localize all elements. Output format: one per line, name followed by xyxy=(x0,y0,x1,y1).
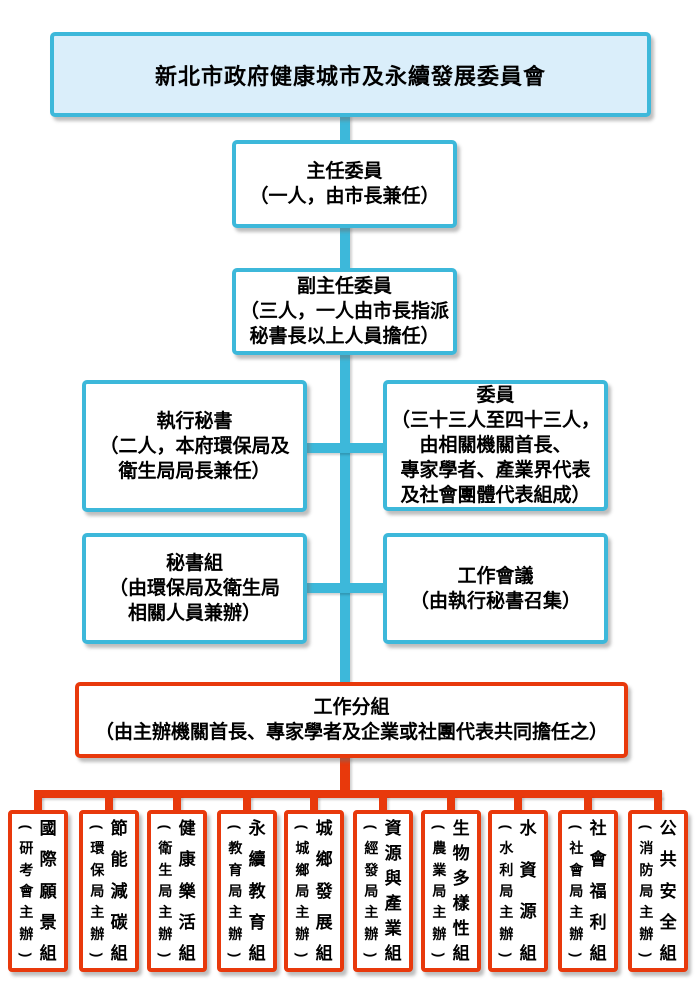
group-box-water-resources: 水資源組 (水利局主辦) xyxy=(488,810,548,972)
group-name: 永續教育組 xyxy=(248,819,266,963)
group-box-biodiversity: 生物多樣性組 (農業局主辦) xyxy=(421,810,481,972)
group-box-social-welfare: 社會福利組 (社會局主辦) xyxy=(558,810,618,972)
group-name: 健康樂活組 xyxy=(178,819,196,963)
secretariat-note: （由環保局及衛生局 相關人員兼辦） xyxy=(108,578,280,624)
vice-chairman-title: 副主任委員 xyxy=(296,276,392,297)
committee-members-box: 委員 （三十三人至四十三人， 由相關機關首長、 專家學者、產業界代表 及社會團體… xyxy=(383,380,608,511)
work-meeting-note: （由執行秘書召集） xyxy=(409,590,581,612)
group-box-public-safety: 公共安全組 (消防局主辦) xyxy=(628,810,688,972)
group-box-urban-rural-development: 城鄉發展組 (城鄉局主辦) xyxy=(284,810,344,972)
chairman-note: （一人，由市長兼任） xyxy=(249,186,440,207)
group-name: 水資源組 xyxy=(519,819,537,963)
group-agency: (水利局主辦) xyxy=(498,824,515,958)
work-meeting-title: 工作會議 xyxy=(457,565,534,587)
executive-secretary-note: （二人，本府環保局及 衛生局局長兼任） xyxy=(99,435,290,482)
group-name: 資源與產業組 xyxy=(384,819,402,963)
groups-horizontal-line xyxy=(34,790,662,798)
group-agency: (研考會主辦) xyxy=(18,824,35,958)
group-agency: (農業局主辦) xyxy=(431,824,448,958)
group-box-energy-saving-carbon-reduction: 節能減碳組 (環保局主辦) xyxy=(79,810,139,972)
group-box-resources-industry: 資源與產業組 (經發局主辦) xyxy=(353,810,413,972)
work-meeting-box: 工作會議 （由執行秘書召集） xyxy=(383,533,608,644)
group-agency: (經發局主辦) xyxy=(363,824,380,958)
group-box-sustainable-education: 永續教育組 (教育局主辦) xyxy=(217,810,277,972)
group-name: 生物多樣性組 xyxy=(452,819,470,963)
group-stub-9 xyxy=(584,796,592,812)
work-groups-box: 工作分組 （由主辦機關首長、專家學者及企業或社團代表共同擔任之） xyxy=(75,682,628,758)
group-stub-8 xyxy=(514,796,522,812)
committee-root-box: 新北市政府健康城市及永續發展委員會 xyxy=(50,32,651,117)
group-stub-2 xyxy=(105,796,113,812)
group-agency: (消防局主辦) xyxy=(638,824,655,958)
vice-chairman-note: （三人，一人由市長指派 秘書長以上人員擔任） xyxy=(239,301,449,347)
group-agency: (社會局主辦) xyxy=(568,824,585,958)
group-stub-4 xyxy=(243,796,251,812)
chairman-box: 主任委員 （一人，由市長兼任） xyxy=(232,140,457,228)
vice-chairman-box: 副主任委員 （三人，一人由市長指派 秘書長以上人員擔任） xyxy=(232,268,457,355)
group-stub-10 xyxy=(654,796,662,812)
work-groups-note: （由主辦機關首長、專家學者及企業或社團代表共同擔任之） xyxy=(94,722,608,743)
group-stub-3 xyxy=(173,796,181,812)
executive-secretary-title: 執行秘書 xyxy=(156,410,233,432)
work-groups-title: 工作分組 xyxy=(313,697,390,718)
group-agency: (城鄉局主辦) xyxy=(294,824,311,958)
connector-secretariat-meeting xyxy=(303,583,387,593)
org-title: 新北市政府健康城市及永續發展委員會 xyxy=(154,63,546,89)
group-box-international-vision: 國際願景組 (研考會主辦) xyxy=(8,810,68,972)
group-stub-1 xyxy=(34,796,42,812)
group-box-healthy-lohas: 健康樂活組 (衛生局主辦) xyxy=(147,810,207,972)
group-stub-7 xyxy=(447,796,455,812)
group-agency: (衛生局主辦) xyxy=(157,824,174,958)
connector-workgroups-groups xyxy=(340,754,350,794)
group-name: 城鄉發展組 xyxy=(315,819,333,963)
connector-root-chairman xyxy=(340,113,350,144)
group-name: 社會福利組 xyxy=(589,819,607,963)
committee-members-note: （三十三人至四十三人， 由相關機關首長、 專家學者、產業界代表 及社會團體代表組… xyxy=(390,410,600,506)
committee-members-title: 委員 xyxy=(476,385,515,406)
executive-secretary-box: 執行秘書 （二人，本府環保局及 衛生局局長兼任） xyxy=(82,380,307,512)
group-stub-6 xyxy=(379,796,387,812)
connector-chairman-vice xyxy=(340,224,350,272)
connector-exec-committee xyxy=(303,443,387,453)
group-name: 公共安全組 xyxy=(659,819,677,963)
group-agency: (環保局主辦) xyxy=(89,824,106,958)
secretariat-box: 秘書組 （由環保局及衛生局 相關人員兼辦） xyxy=(82,533,307,644)
group-stub-5 xyxy=(310,796,318,812)
group-name: 節能減碳組 xyxy=(110,819,128,963)
connector-vice-workgroups-trunk xyxy=(340,351,350,686)
chairman-title: 主任委員 xyxy=(306,161,383,182)
group-name: 國際願景組 xyxy=(39,819,57,963)
secretariat-title: 秘書組 xyxy=(165,553,223,574)
group-agency: (教育局主辦) xyxy=(227,824,244,958)
